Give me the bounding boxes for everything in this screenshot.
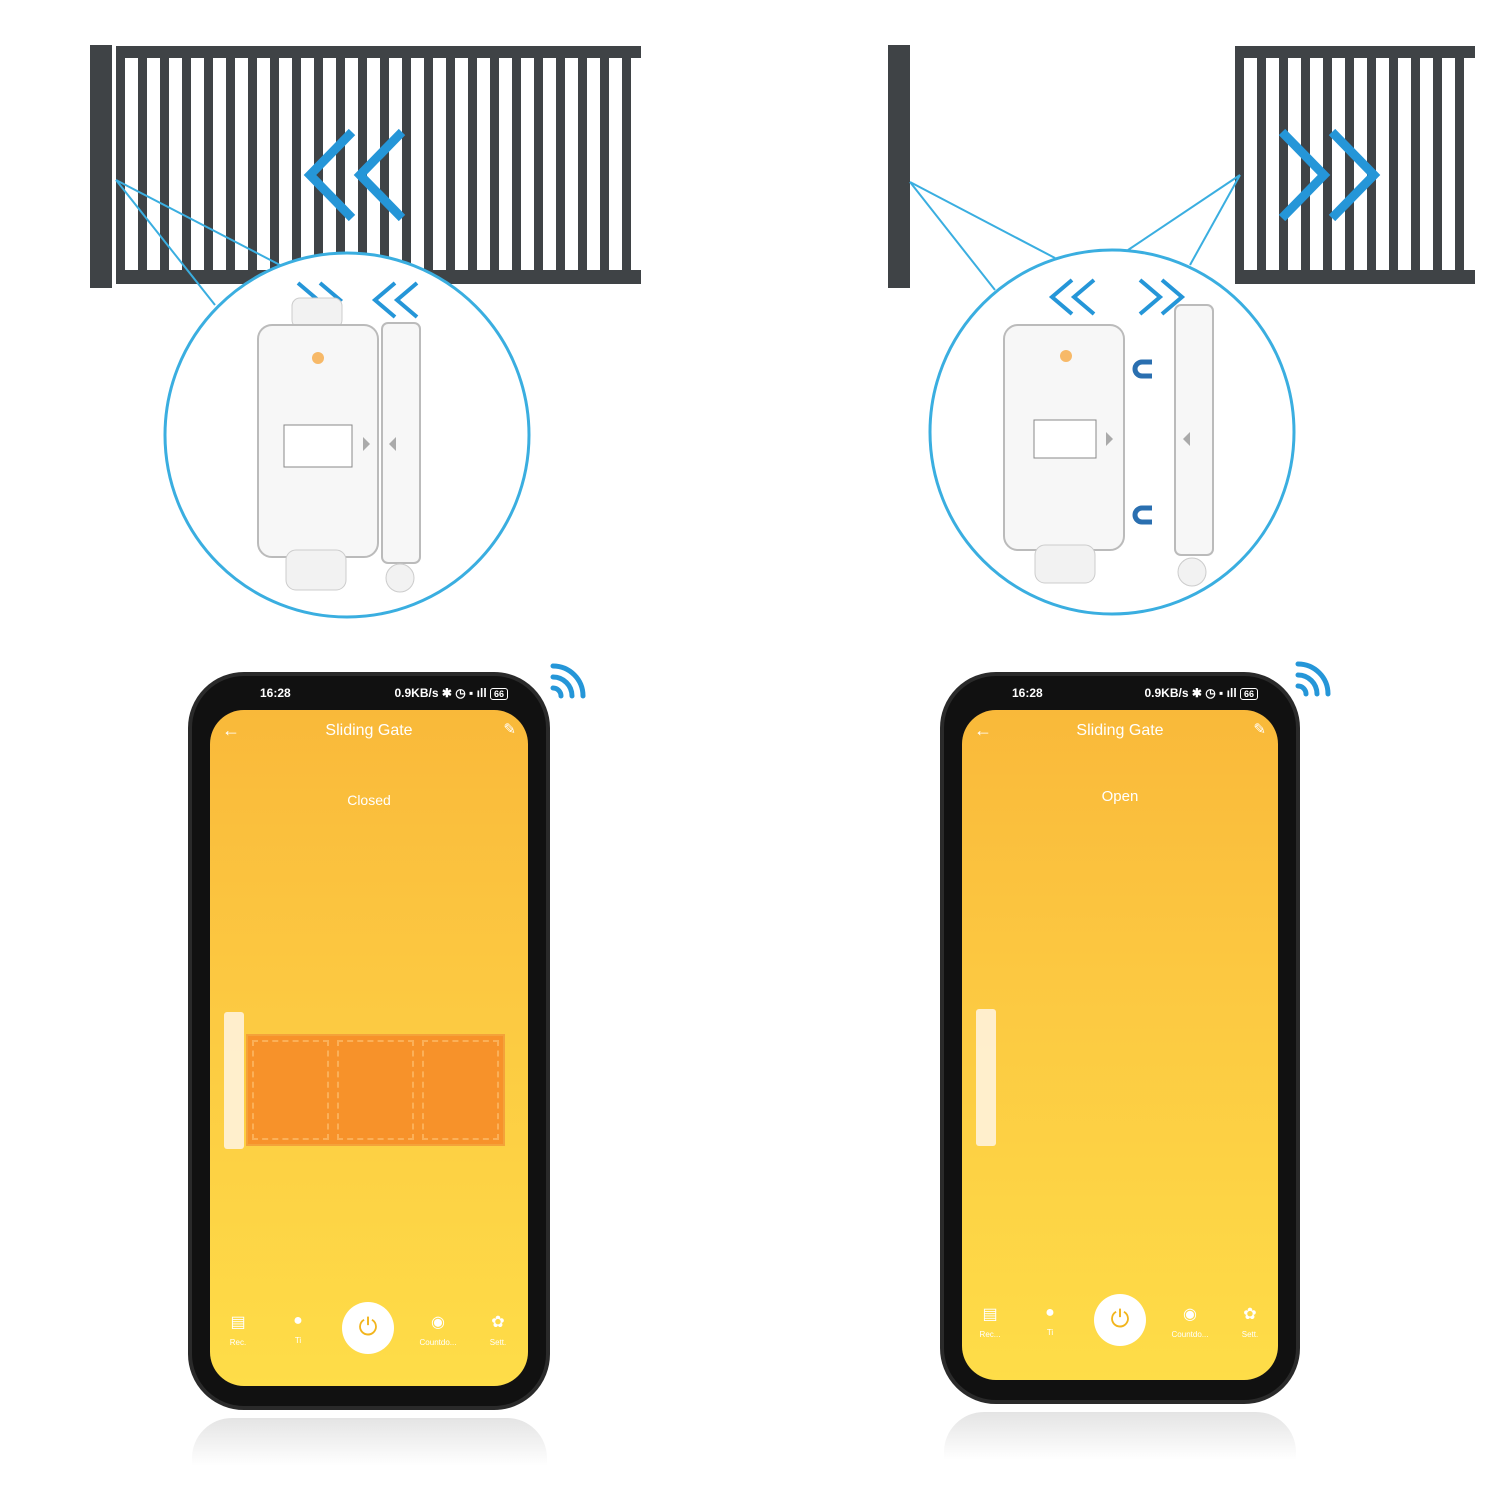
status-bar: 16:28 0.9KB/s ✱ ◷ ▪ ıll 66 — [962, 680, 1278, 706]
nav-settings[interactable]: ✿Sett. — [473, 1312, 523, 1347]
gear-icon: ✿ — [491, 1314, 505, 1331]
gate-bar — [1257, 46, 1266, 284]
stopwatch-icon: ◉ — [431, 1314, 445, 1331]
status-bar: 16:28 0.9KB/s ✱ ◷ ▪ ıll 66 — [210, 680, 528, 706]
gate-bar — [380, 46, 389, 284]
page-title: Sliding Gate — [325, 722, 413, 739]
nav-countdown[interactable]: ◉Countdo... — [413, 1312, 463, 1347]
gate-bar — [182, 46, 191, 284]
battery-indicator: 66 — [489, 688, 508, 700]
gate-bar — [336, 46, 345, 284]
gate-bar — [270, 46, 279, 284]
app-screen: 16:28 0.9KB/s ✱ ◷ ▪ ıll 66 ← Sliding Gat… — [962, 686, 1278, 1380]
gate-bar — [556, 46, 565, 284]
page-title: Sliding Gate — [1076, 722, 1164, 739]
back-arrow-icon[interactable]: ← — [222, 720, 240, 740]
phone-open: 16:28 0.9KB/s ✱ ◷ ▪ ıll 66 ← Sliding Gat… — [940, 672, 1300, 1404]
nav-timer[interactable]: ●Ti — [273, 1312, 323, 1345]
gate-post-graphic — [976, 1009, 996, 1146]
battery-indicator: 66 — [1239, 688, 1258, 700]
gate-state: Open — [1101, 788, 1139, 805]
gate-bar — [1235, 46, 1244, 284]
nav-countdown[interactable]: ◉Countdo... — [1165, 1304, 1215, 1339]
gate-bar — [1389, 46, 1398, 284]
gate-bar — [292, 46, 301, 284]
back-arrow-icon[interactable]: ← — [974, 720, 992, 740]
bottom-nav: ▤Rec. ●Ti ⏻ ◉Countdo... ✿Sett. — [210, 1302, 528, 1364]
gate-bar — [226, 46, 235, 284]
gate-post — [888, 45, 910, 288]
record-icon: ▤ — [230, 1314, 246, 1331]
power-button[interactable]: ⏻ — [1094, 1294, 1146, 1346]
sensor-closeup-closed — [163, 251, 531, 619]
gate-bar — [1433, 46, 1442, 284]
power-button[interactable]: ⏻ — [342, 1302, 394, 1354]
nav-record[interactable]: ▤Rec... — [965, 1304, 1015, 1339]
stopwatch-icon: ◉ — [1183, 1306, 1197, 1323]
gate-post — [90, 45, 112, 288]
gate-bar — [578, 46, 587, 284]
edit-icon[interactable]: ✎ — [1253, 721, 1266, 738]
wifi-icon — [550, 661, 1331, 699]
status-time: 16:28 — [260, 686, 291, 700]
network-speed: 0.9KB/s — [1144, 686, 1189, 700]
gate-bar — [204, 46, 213, 284]
phone-reflection — [944, 1412, 1296, 1460]
gate-bar — [1301, 46, 1310, 284]
nav-settings[interactable]: ✿Sett. — [1225, 1304, 1275, 1339]
gate-bar — [1455, 46, 1464, 284]
nav-record[interactable]: ▤Rec. — [213, 1312, 263, 1347]
gate-bar — [424, 46, 433, 284]
gate-bar — [622, 46, 631, 284]
nav-timer[interactable]: ●Ti — [1025, 1304, 1075, 1337]
gate-bar — [358, 46, 367, 284]
record-icon: ▤ — [982, 1306, 998, 1323]
open-arrows-icon — [1278, 128, 1381, 222]
gate-bar — [402, 46, 411, 284]
phone-closed: 16:28 0.9KB/s ✱ ◷ ▪ ıll 66 ← Sliding Gat… — [188, 672, 550, 1410]
phone-reflection — [192, 1418, 547, 1466]
gate-bar — [534, 46, 543, 284]
gate-bar — [446, 46, 455, 284]
gate-bar — [1367, 46, 1376, 284]
bottom-nav: ▤Rec... ●Ti ⏻ ◉Countdo... ✿Sett. — [962, 1294, 1278, 1358]
gate-bar — [248, 46, 257, 284]
gate-bar — [1323, 46, 1332, 284]
closed-gate — [90, 45, 641, 288]
gate-bar — [116, 46, 125, 284]
clock-icon: ● — [293, 1312, 303, 1329]
gate-bar — [600, 46, 609, 284]
magnet-icon — [1132, 359, 1152, 525]
gear-icon: ✿ — [1243, 1306, 1257, 1323]
gate-bar — [490, 46, 499, 284]
gate-post-graphic — [224, 1012, 244, 1149]
network-speed: 0.9KB/s — [394, 686, 439, 700]
clock-icon: ● — [1045, 1304, 1055, 1321]
gate-bar — [512, 46, 521, 284]
gate-closed-graphic — [246, 1034, 505, 1146]
gate-bar — [1345, 46, 1354, 284]
edit-icon[interactable]: ✎ — [503, 721, 516, 738]
close-arrows-icon — [303, 128, 406, 222]
gate-bar — [138, 46, 147, 284]
sensor-closeup-open — [928, 248, 1296, 616]
status-time: 16:28 — [1012, 686, 1043, 700]
app-screen: 16:28 0.9KB/s ✱ ◷ ▪ ıll 66 ← Sliding Gat… — [210, 686, 528, 1386]
gate-bar — [1411, 46, 1420, 284]
gate-bar — [160, 46, 169, 284]
open-gate — [888, 45, 1475, 288]
gate-bar — [1279, 46, 1288, 284]
gate-state: Closed — [347, 792, 391, 808]
gate-bar — [468, 46, 477, 284]
